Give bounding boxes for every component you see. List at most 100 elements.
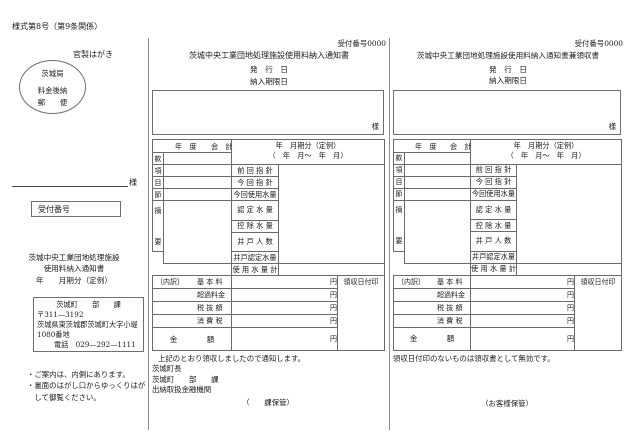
- receipt-breakdown-row-1-unit[interactable]: 円: [470, 288, 575, 302]
- addressee-rule: [12, 186, 128, 187]
- receipt-value-moku[interactable]: [404, 175, 471, 189]
- notice-due-date-label: 納入期限日: [250, 76, 288, 86]
- notice-breakdown-row-0-unit[interactable]: 円: [231, 275, 338, 290]
- receipt-label-remarks-2: 要: [393, 231, 405, 252]
- notice-breakdown-row-3-unit[interactable]: 円: [231, 314, 338, 329]
- notice-breakdown-label: 〔内訳〕: [156, 278, 184, 287]
- notice-meter-label-4: 控 除 水 量: [231, 219, 279, 233]
- receipt-meter-values[interactable]: [515, 163, 623, 264]
- receipt-label-moku: 目: [393, 175, 405, 189]
- notice-footer-mayor: 茨城町長: [152, 364, 182, 374]
- notice-breakdown-row-1-label: 超過料金: [197, 291, 225, 300]
- receipt-addressee-box[interactable]: 様: [393, 89, 621, 135]
- receipt-meter-label-5: 井 戸 人 数: [470, 231, 517, 252]
- notice-account-label: 会 計: [211, 142, 233, 152]
- postcard-title-line-2: 使用料納入通知書: [43, 264, 105, 274]
- notice-label-remarks-1: 摘: [152, 200, 164, 221]
- receipt-amount-label: 金 額: [393, 326, 471, 351]
- receipt-total-water-value[interactable]: [515, 262, 623, 276]
- panel-divider-left: [148, 38, 149, 430]
- notice-value-moku[interactable]: [163, 176, 232, 190]
- receipt-label-remarks-spacer: [393, 219, 405, 232]
- receipt-issue-date-label: 発 行 日: [489, 64, 527, 74]
- receipt-amount-unit[interactable]: 円: [470, 326, 575, 351]
- receipt-receipt-number: 受付番号0000: [574, 39, 623, 48]
- receipt-label-remarks-1: 摘: [393, 199, 405, 220]
- receipt-breakdown-row-2-label: 税 抜 額: [437, 303, 463, 312]
- notice-stamp-box-label: 領収日付印: [343, 278, 379, 287]
- receipt-blank-cell: [394, 251, 471, 275]
- notice-label-kou: 項: [152, 164, 164, 178]
- notice-issue-date-label: 発 行 日: [250, 65, 288, 75]
- notice-value-setsu[interactable]: [163, 188, 232, 202]
- receipt-year-label: 年 度: [415, 141, 437, 151]
- receipt-breakdown-row-3-label: 消 費 税: [437, 316, 463, 325]
- sender-address-banchi: 1080番地: [37, 330, 70, 339]
- notice-period-line-1: 年 月期分（定例）: [275, 141, 341, 151]
- notice-amount-label: 金 額: [152, 327, 232, 352]
- stamp-line-1: 茨城局: [41, 69, 64, 78]
- receipt-breakdown-row-2-unit[interactable]: 円: [470, 300, 575, 315]
- notice-value-remarks[interactable]: [163, 200, 232, 265]
- notice-form-table: 年 度 会 計 年 月期分（定例） （ 年 月～ 年 月） 款 項: [152, 139, 386, 352]
- notice-breakdown-row-1-unit[interactable]: 円: [231, 288, 338, 303]
- receipt-footer-note: 領収日付印のないものは領収書として無効です。: [393, 353, 555, 363]
- receipt-label-kan: 款: [393, 151, 405, 165]
- receipt-breakdown-row-1-label: 超過料金: [437, 290, 465, 299]
- receipt-label-kou: 項: [393, 163, 405, 177]
- notice-label-remarks-2: 要: [152, 232, 164, 253]
- notice-value-kan[interactable]: [163, 152, 232, 166]
- stamp-line-2: 料金後納: [37, 86, 68, 96]
- notice-period-line-2: （ 年 月～ 年 月）: [268, 151, 348, 161]
- notice-meter-label-3: 認 定 水 量: [231, 200, 279, 221]
- postcard-note-1: ・ご案内は、内側にあります。: [27, 370, 130, 379]
- notice-meter-label-1: 今 回 指 針: [231, 176, 279, 190]
- notice-stamp-box[interactable]: 領収日付印: [336, 275, 386, 352]
- notice-breakdown-row-3-label: 消 費 税: [197, 317, 223, 326]
- notice-addressee-box[interactable]: 様: [152, 90, 384, 136]
- notice-amount-unit[interactable]: 円: [231, 327, 338, 352]
- receipt-stamp-box[interactable]: 領収日付印: [573, 274, 623, 351]
- notice-title: 茨城中央工業団地処理施設使用料納入通知書: [189, 51, 349, 61]
- receipt-period-line-1: 年 月期分（定例）: [513, 140, 579, 150]
- sender-telephone: 電話 029—292—1111: [54, 340, 136, 349]
- receipt-value-kan[interactable]: [404, 151, 471, 165]
- notice-receipt-number: 受付番号0000: [337, 39, 386, 48]
- receipt-addressee-honorific: 様: [608, 121, 616, 131]
- receipt-breakdown-row-3-unit[interactable]: 円: [470, 314, 575, 328]
- receipt-breakdown-row-0-label: 基 本 料: [437, 277, 463, 286]
- notice-total-water-value[interactable]: [277, 263, 386, 277]
- receipt-value-setsu[interactable]: [404, 187, 471, 201]
- notice-blank-cell: [153, 252, 232, 276]
- notice-meter-label-0: 前 回 指 針: [231, 164, 279, 178]
- notice-breakdown-row-2-unit[interactable]: 円: [231, 301, 338, 316]
- notice-total-water-label: 使 用 水 量 計: [231, 263, 279, 277]
- notice-meter-label-5: 井 戸 人 数: [231, 231, 279, 253]
- notice-meter-values[interactable]: [277, 164, 386, 265]
- postcard-note-3: して御覧ください。: [27, 392, 101, 402]
- postcard-panel: 官製はがき 茨城局 料金後納 郵 便 様 受付番号 茨城中央工業団地処理施設 使…: [0, 38, 148, 430]
- notice-panel: 受付番号0000 茨城中央工業団地処理施設使用料納入通知書 発 行 日 納入期限…: [152, 38, 386, 430]
- receipt-title: 茨城中央工業団地処理施設使用料納入通知書兼領収書: [416, 51, 600, 61]
- receipt-account-label: 会 計: [450, 141, 472, 151]
- notice-label-moku: 目: [152, 176, 164, 190]
- receipt-meter-label-1: 今 回 指 針: [470, 175, 517, 189]
- receipt-meter-label-4: 控 除 水 量: [470, 219, 517, 233]
- receipt-meter-label-2: 今回使用水量: [470, 187, 517, 201]
- receipt-value-kou[interactable]: [404, 163, 471, 177]
- receipt-value-remarks[interactable]: [404, 199, 471, 264]
- postcard-title: 茨城中央工業団地処理施設 使用料納入通知書 年 月期分（定例）: [0, 253, 148, 285]
- receipt-total-water-label: 使 用 水 量 計: [470, 262, 517, 276]
- receipt-due-date-label: 納入期限日: [489, 76, 527, 86]
- sender-postal-code: 〒311—3192: [37, 310, 84, 319]
- notice-label-remarks-spacer: [152, 220, 164, 233]
- receipt-period-line-2: （ 年 月～ 年 月）: [506, 150, 586, 160]
- receipt-form-table: 年 度 会 計 年 月期分（定例） （ 年 月～ 年 月） 款 項 前 回 指 …: [393, 138, 623, 351]
- notice-value-kou[interactable]: [163, 164, 232, 178]
- receipt-meter-label-0: 前 回 指 針: [470, 163, 517, 177]
- sender-office: 茨城町 部 課: [56, 300, 121, 309]
- receipt-breakdown-row-0-unit[interactable]: 円: [470, 274, 575, 289]
- receipt-number-box[interactable]: 受付番号: [31, 201, 121, 217]
- notice-footer-custody: （ 課保管）: [242, 398, 294, 408]
